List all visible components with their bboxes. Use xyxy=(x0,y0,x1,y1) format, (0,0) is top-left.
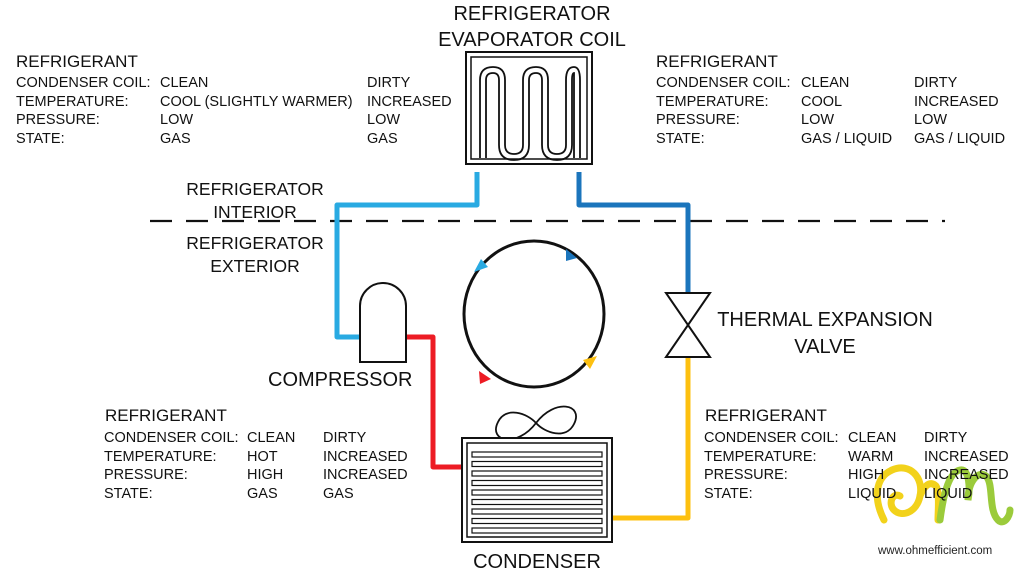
table-cell-label: PRESSURE: xyxy=(656,112,740,129)
table-cell-label: STATE: xyxy=(16,131,65,148)
table-cell-clean: LOW xyxy=(160,112,194,129)
table-cell-dirty: INCREASED xyxy=(323,448,408,465)
condenser-fin xyxy=(471,489,603,496)
pipe-light-blue xyxy=(334,172,480,340)
table-cell-label: STATE: xyxy=(656,131,705,148)
valve-label-line1: THERMAL EXPANSION xyxy=(717,309,933,331)
table-cell-label: PRESSURE: xyxy=(104,467,188,484)
table-cell-label: STATE: xyxy=(104,486,153,503)
table-cell-label: TEMPERATURE: xyxy=(656,93,769,110)
pipe-yellow xyxy=(612,358,691,521)
cycle-arrow-dark-blue xyxy=(566,249,577,261)
compressor-body xyxy=(359,282,407,363)
table-cell-clean: HIGH xyxy=(247,467,284,484)
table-cell-clean: HIGH xyxy=(848,467,885,484)
valve-label-line2: VALVE xyxy=(794,336,856,358)
table-cell-label: CONDENSER COIL: xyxy=(104,430,239,446)
top-right-table-title: REFRIGERANT xyxy=(656,52,778,71)
table-cell-clean: CLEAN xyxy=(801,75,850,91)
table-cell-clean: HOT xyxy=(247,448,278,465)
table-cell-dirty: DIRTY xyxy=(323,430,367,446)
table-cell-clean: WARM xyxy=(848,448,894,465)
evaporator-label-line2: EVAPORATOR COIL xyxy=(438,29,626,51)
table-cell-label: PRESSURE: xyxy=(16,112,100,129)
cycle-arrow-light-blue xyxy=(474,259,488,272)
table-cell-clean: COOL xyxy=(801,93,843,110)
table-cell-dirty: GAS xyxy=(367,131,398,148)
bottom-left-table-title: REFRIGERANT xyxy=(105,406,227,425)
interior-label-line1: REFRIGERATOR xyxy=(186,179,324,199)
table-cell-label: TEMPERATURE: xyxy=(16,93,129,110)
table-cell-dirty: DIRTY xyxy=(924,430,968,446)
table-cell-dirty: INCREASED xyxy=(924,448,1009,465)
condenser-fin xyxy=(471,451,603,458)
table-cell-label: TEMPERATURE: xyxy=(104,448,217,465)
table-cell-clean: GAS xyxy=(160,131,191,148)
table-cell-clean: LOW xyxy=(801,112,835,129)
condenser-fin xyxy=(471,479,603,487)
table-cell-dirty: LOW xyxy=(367,112,401,129)
condenser-fin xyxy=(471,527,603,534)
table-cell-label: CONDENSER COIL: xyxy=(656,75,791,91)
table-cell-dirty: INCREASED xyxy=(323,467,408,484)
bottom-right-table-title: REFRIGERANT xyxy=(705,406,827,425)
table-cell-label: CONDENSER COIL: xyxy=(16,75,151,91)
table-cell-clean: GAS xyxy=(247,486,278,503)
pipe-dark-blue xyxy=(576,172,691,292)
condenser-fan xyxy=(495,405,577,441)
cycle-circle xyxy=(462,239,606,389)
table-cell-label: CONDENSER COIL: xyxy=(704,430,839,446)
pipe-red xyxy=(407,334,462,470)
evaporator-label-line1: REFRIGERATOR xyxy=(453,3,611,25)
exterior-label-line2: EXTERIOR xyxy=(210,256,300,276)
ohmefficient-logo xyxy=(873,464,1014,526)
condenser-fin xyxy=(471,508,603,515)
table-cell-label: PRESSURE: xyxy=(704,467,788,484)
evaporator-coil xyxy=(465,51,593,165)
table-cell-label: STATE: xyxy=(704,486,753,503)
table-cell-dirty: DIRTY xyxy=(914,75,958,91)
table-cell-dirty: INCREASED xyxy=(914,93,999,110)
cycle-arrow-red xyxy=(479,371,491,384)
expansion-valve-symbol xyxy=(664,292,712,358)
compressor-label: COMPRESSOR xyxy=(268,369,413,391)
table-cell-clean: GAS / LIQUID xyxy=(801,131,893,148)
condenser-label: CONDENSER xyxy=(473,551,601,573)
cycle-arrow-yellow xyxy=(583,356,597,369)
table-cell-dirty: LOW xyxy=(914,112,948,129)
condenser-fin xyxy=(471,517,603,525)
table-cell-dirty: DIRTY xyxy=(367,75,411,91)
condenser-fin xyxy=(471,498,603,506)
table-cell-dirty: LIQUID xyxy=(924,486,973,503)
table-cell-clean: LIQUID xyxy=(848,486,897,503)
table-cell-clean: CLEAN xyxy=(160,75,209,91)
table-cell-clean: COOL (SLIGHTLY WARMER) xyxy=(160,93,353,110)
condenser-coil xyxy=(461,437,613,543)
watermark-url: www.ohmefficient.com xyxy=(878,545,993,557)
table-cell-label: TEMPERATURE: xyxy=(704,448,817,465)
table-cell-clean: CLEAN xyxy=(247,430,296,446)
exterior-label-line1: REFRIGERATOR xyxy=(186,233,324,253)
top-left-table-title: REFRIGERANT xyxy=(16,52,138,71)
table-cell-dirty: INCREASED xyxy=(367,93,452,110)
table-cell-dirty: GAS xyxy=(323,486,354,503)
table-cell-dirty: INCREASED xyxy=(924,467,1009,484)
condenser-fin xyxy=(471,470,603,477)
condenser-fin xyxy=(471,460,603,468)
table-cell-dirty: GAS / LIQUID xyxy=(914,131,1006,148)
table-cell-clean: CLEAN xyxy=(848,430,897,446)
interior-label-line2: INTERIOR xyxy=(213,202,297,222)
